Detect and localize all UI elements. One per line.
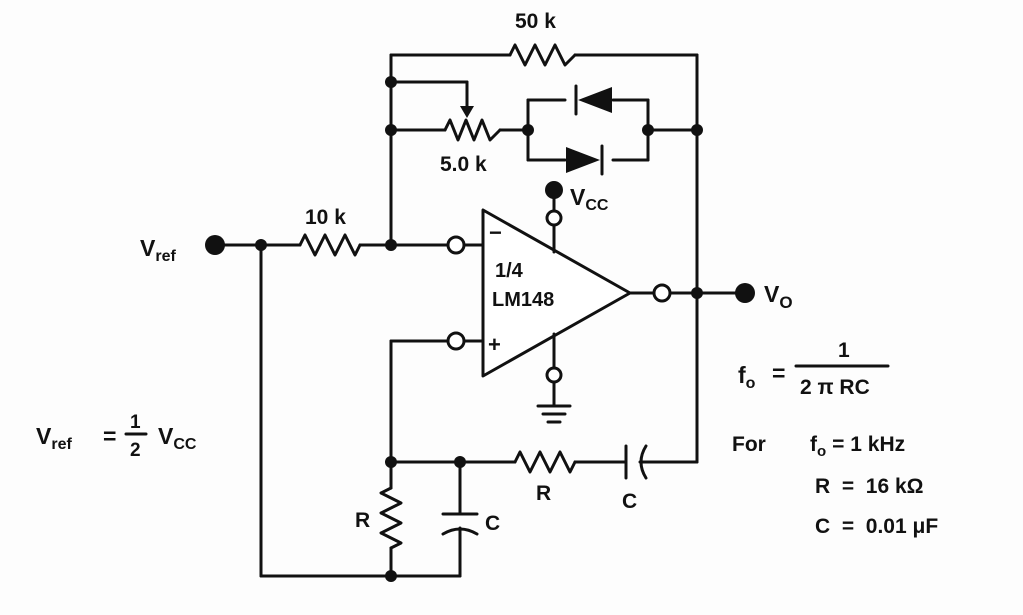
rc-network-wiring [389,339,699,578]
design-conditions: For fo= 1 kHz R = 16 kΩ C = 0.01 μF [732,433,938,538]
label-r-shunt: R [355,509,370,532]
svg-text:fo: fo [738,362,756,392]
label-10k: 10 k [305,206,346,229]
label-c-series: C [622,490,637,513]
resistor-r-series [513,450,577,474]
svg-text:1: 1 [130,412,141,433]
potentiometer-5k [443,106,502,142]
label-5k: 5.0 k [440,153,487,176]
label-vcc: VCC [570,184,609,214]
vout-terminal [735,283,755,303]
svg-text:=: = [772,360,785,386]
resistor-r-shunt [379,486,403,550]
resistor-50k [508,43,577,67]
label-vout: VO [764,281,793,312]
input-wiring [213,243,462,578]
opamp-label-fraction: 1/4 [495,260,524,282]
noninverting-sign: + [488,332,501,357]
junction-dots [255,76,703,582]
svg-text:1: 1 [838,339,850,362]
label-c-shunt: C [485,512,500,535]
label-r-series: R [536,482,551,505]
svg-text:R = 16 kΩ: R = 16 kΩ [815,475,923,498]
vref-equation: Vref = 1 2 VCC [36,412,197,461]
label-50k: 50 k [515,10,556,33]
fo-equation: fo = 1 2 π RC [738,339,890,399]
resistor-10k [298,233,362,257]
svg-text:VCC: VCC [158,423,197,453]
diode-bottom [566,144,604,176]
svg-text:For: For [732,433,766,456]
ground-symbol [536,404,572,424]
svg-text:fo= 1 kHz: fo= 1 kHz [810,433,905,460]
svg-text:=: = [103,423,116,449]
label-vref: Vref [140,235,176,265]
inverting-sign: − [489,220,502,245]
svg-text:2 π RC: 2 π RC [800,376,870,399]
capacitor-c-series [624,444,648,480]
pin-circles [446,209,672,384]
svg-text:C = 0.01 μF: C = 0.01 μF [815,515,938,538]
capacitor-c-shunt [441,512,479,536]
vcc-terminal [545,181,563,199]
diode-top [574,84,612,116]
vref-terminal [205,235,225,255]
svg-text:2: 2 [130,440,141,461]
op-amp-lm148 [454,191,742,408]
svg-text:Vref: Vref [36,423,72,453]
opamp-label-part: LM148 [492,289,554,311]
